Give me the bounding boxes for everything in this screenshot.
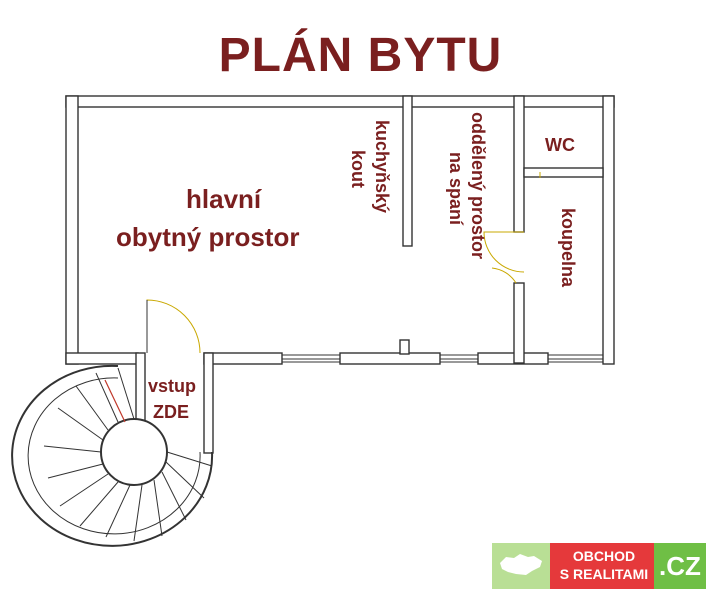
- entrance-label-line1: vstup: [148, 376, 197, 396]
- logo-text: OBCHOD S REALITAMI: [556, 547, 652, 583]
- kitchen-stub: [399, 339, 410, 355]
- plan-title: PLÁN BYTU: [218, 29, 503, 82]
- outer-wall-top: [65, 95, 615, 108]
- sleep-label-line1: oddělený prostor: [468, 112, 488, 260]
- logo-line2: S REALITAMI: [559, 566, 649, 582]
- outer-wall-left: [65, 95, 79, 365]
- wc-label: WC: [545, 135, 575, 155]
- spiral-staircase: [11, 364, 214, 547]
- sleep-door-swing: [483, 231, 525, 273]
- sleep-wall-lower: [513, 282, 525, 364]
- bottom-wall-4: [477, 352, 549, 365]
- entrance-wall-right: [203, 352, 214, 454]
- bottom-wall-1: [65, 352, 139, 365]
- kitchen-label-line2: kout: [348, 150, 368, 188]
- sleep-wall-upper: [513, 95, 525, 233]
- obchod-s-realitami-logo[interactable]: OBCHOD S REALITAMI .CZ: [492, 543, 706, 589]
- bottom-wall-3: [339, 352, 441, 365]
- bathroom-label: koupelna: [558, 208, 578, 288]
- sleep-label-line2: na spaní: [446, 152, 466, 226]
- logo-czech-map-panel: [492, 543, 550, 589]
- entrance-label-line2: ZDE: [153, 402, 189, 422]
- czech-map-icon: [500, 554, 542, 575]
- main-room-label-line2: obytný prostor: [116, 222, 300, 252]
- logo-red-panel: [550, 543, 654, 589]
- wc-wall: [523, 167, 604, 178]
- bottom-wall-2: [203, 352, 283, 365]
- kitchen-wall: [402, 95, 413, 247]
- outer-wall-right: [602, 95, 615, 365]
- logo-domain: .CZ: [659, 551, 701, 581]
- logo-green-panel: [654, 543, 706, 589]
- entrance-door-swing: [146, 299, 201, 354]
- kitchen-label-line1: kuchyňský: [372, 120, 392, 214]
- main-room-label-line1: hlavní: [186, 184, 262, 214]
- bath-door-swing: [491, 267, 517, 284]
- logo-line1: OBCHOD: [572, 548, 636, 564]
